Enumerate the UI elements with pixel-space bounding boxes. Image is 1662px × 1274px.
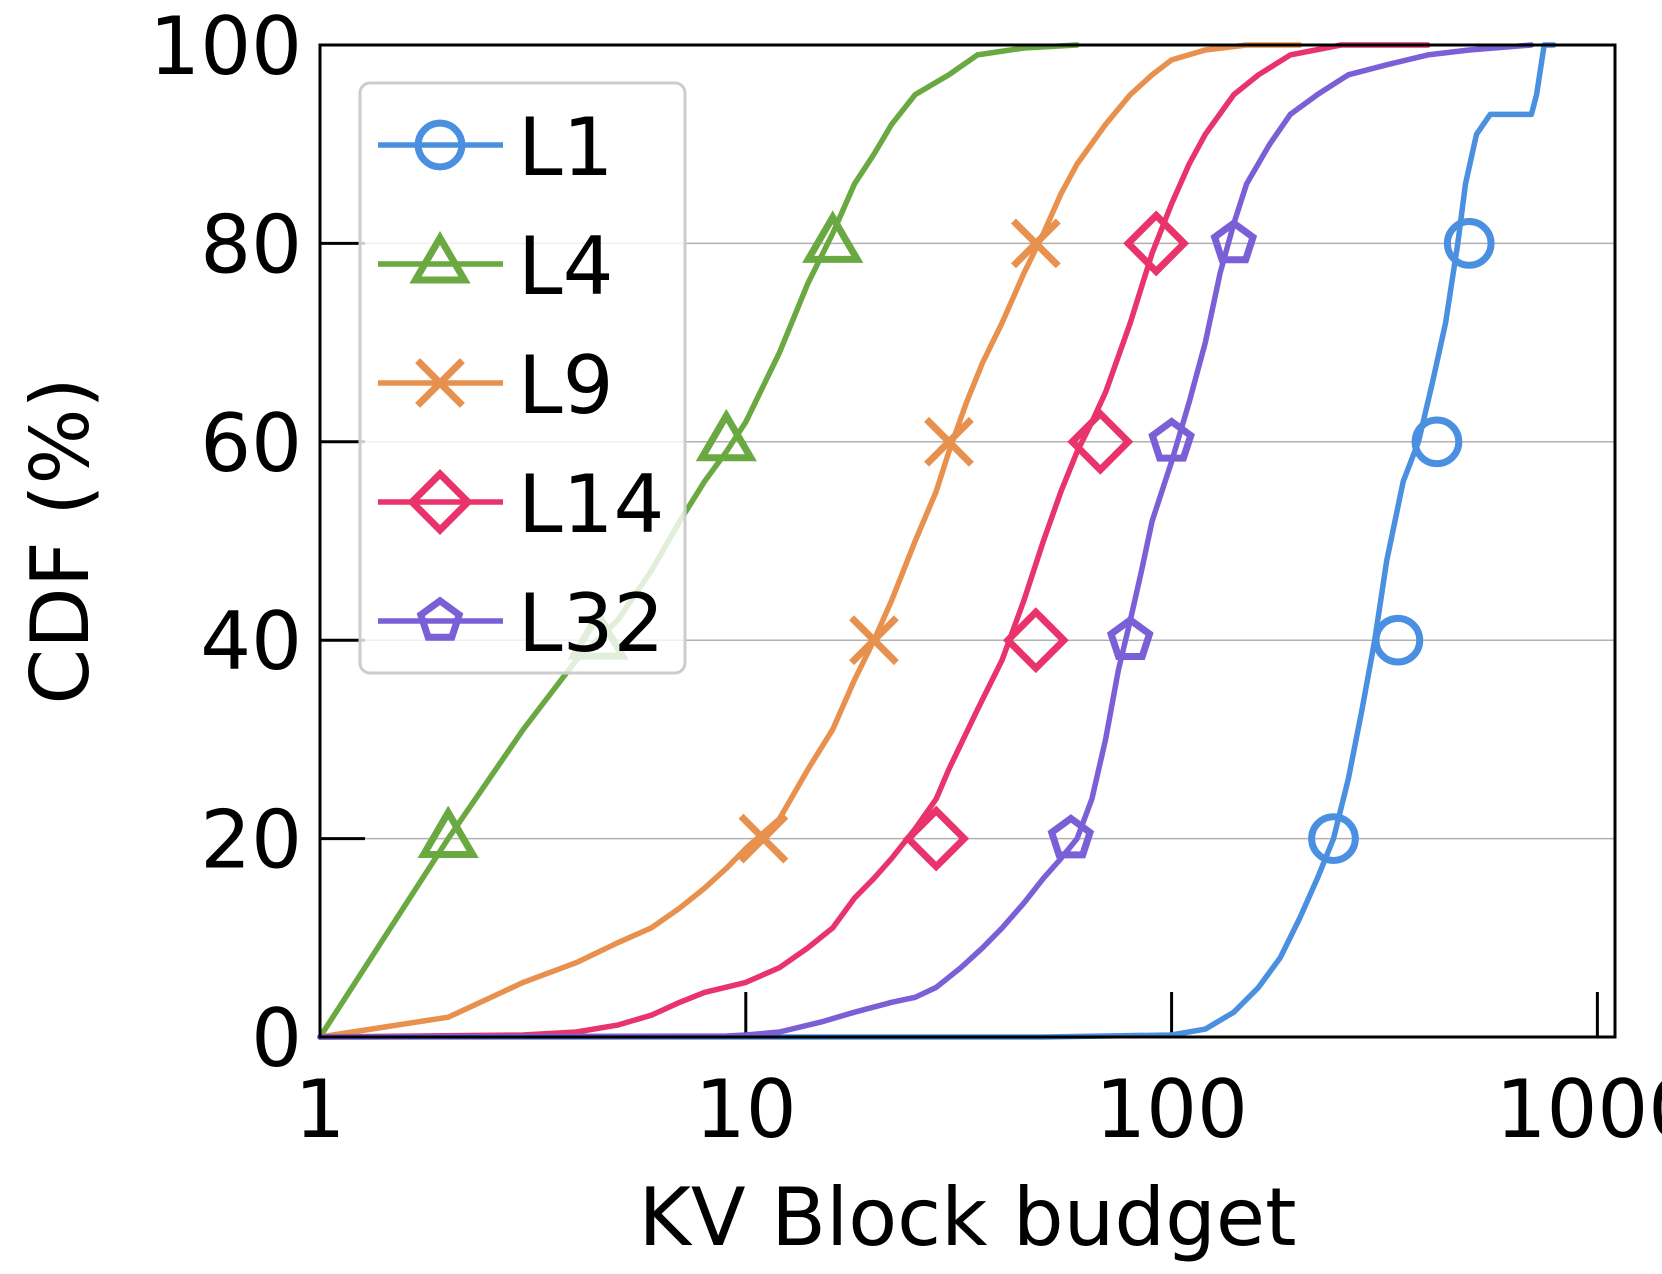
marker-l14 xyxy=(1067,408,1134,475)
marker-l1 xyxy=(1443,218,1495,269)
legend-marker-l4 xyxy=(409,231,471,284)
marker-l14 xyxy=(1002,607,1069,674)
marker-l9 xyxy=(924,416,974,467)
plot-frame xyxy=(318,43,1617,1039)
legend-label: L14 xyxy=(518,458,664,551)
line-l14 xyxy=(317,42,1431,1040)
legend-entry-l32: L32 xyxy=(378,577,664,670)
y-axis-label: CDF (%) xyxy=(14,377,107,704)
y-tick-label: 80 xyxy=(200,198,302,291)
series-l1 xyxy=(317,42,1557,1040)
legend-label: L9 xyxy=(518,339,613,432)
y-tick-label: 100 xyxy=(149,0,302,93)
marker-l9 xyxy=(849,615,899,666)
marker-l32 xyxy=(1106,615,1154,660)
x-axis-label: KV Block budget xyxy=(638,1171,1296,1264)
x-tick-label: 10 xyxy=(695,1063,797,1156)
marker-l32 xyxy=(1210,218,1258,264)
legend-label: L4 xyxy=(518,220,613,313)
marker-l14 xyxy=(1123,210,1190,277)
marker-l9 xyxy=(1010,218,1061,269)
marker-l1 xyxy=(1308,813,1359,864)
legend-marker-l9 xyxy=(415,358,465,408)
marker-l4 xyxy=(802,210,864,263)
y-tick-label: 0 xyxy=(251,992,302,1085)
marker-l4 xyxy=(695,408,757,462)
legend-label: L1 xyxy=(518,101,613,194)
series-l14 xyxy=(317,42,1431,1040)
legend-marker-l32 xyxy=(416,596,464,641)
legend-entry-l9: L9 xyxy=(378,339,613,432)
tick-labels: 0 20 40 60 80 100 1 10 100 1000 xyxy=(149,0,1662,1156)
series-l32 xyxy=(317,42,1535,1040)
marker-l14 xyxy=(903,805,970,872)
marker-l9 xyxy=(738,813,789,864)
line-l1 xyxy=(317,42,1557,1040)
legend-entry-l4: L4 xyxy=(378,220,613,313)
series-l9 xyxy=(317,42,1303,1040)
x-tick-label: 100 xyxy=(1095,1063,1248,1156)
line-l32 xyxy=(317,42,1535,1040)
x-tick-label: 1000 xyxy=(1496,1063,1662,1156)
legend-marker-l14 xyxy=(407,469,473,535)
y-tick-label: 20 xyxy=(200,794,302,887)
x-tick-label: 1 xyxy=(295,1063,346,1156)
line-l9 xyxy=(317,42,1303,1040)
y-tick-label: 60 xyxy=(200,397,302,490)
legend-marker-l1 xyxy=(414,119,466,171)
marker-l32 xyxy=(1148,417,1195,462)
legend-entry-l1: L1 xyxy=(378,101,613,194)
marker-l1 xyxy=(1372,614,1424,666)
marker-l4 xyxy=(417,805,479,859)
marker-l1 xyxy=(1411,416,1463,468)
legend-entry-l14: L14 xyxy=(378,458,664,551)
legend-label: L32 xyxy=(518,577,664,670)
marker-l32 xyxy=(1047,814,1095,859)
y-tick-label: 40 xyxy=(200,595,302,688)
